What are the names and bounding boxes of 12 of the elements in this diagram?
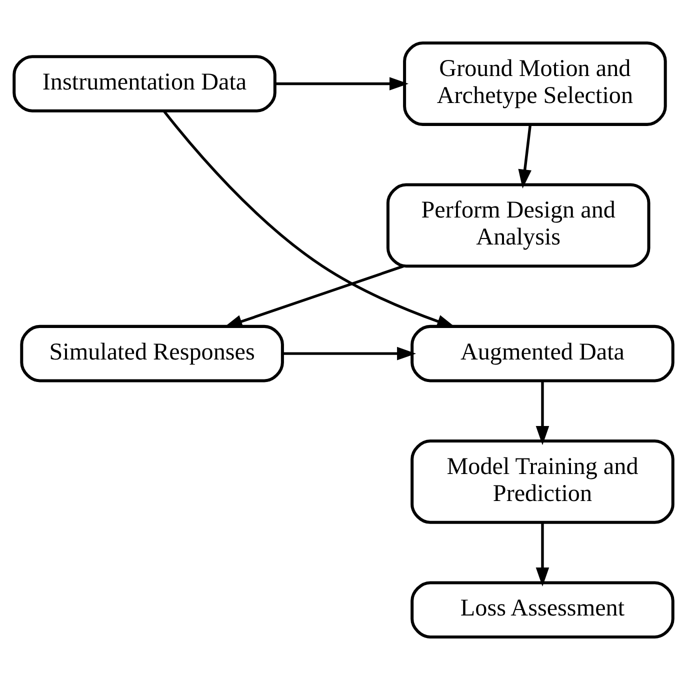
node-box: Augmented Data <box>410 324 674 382</box>
node-box: Loss Assessment <box>410 580 674 638</box>
arrow <box>536 380 550 445</box>
node-box: Ground Motion and Archetype Selection <box>403 41 667 126</box>
node-box: Perform Design and Analysis <box>386 182 650 268</box>
node-box: Model Training and Prediction <box>410 439 674 524</box>
arrow <box>536 522 550 586</box>
node-box: Simulated Responses <box>20 324 284 382</box>
arrow <box>282 346 416 360</box>
arrow <box>518 124 532 188</box>
node-box: Instrumentation Data <box>12 54 276 112</box>
arrow <box>274 76 409 90</box>
